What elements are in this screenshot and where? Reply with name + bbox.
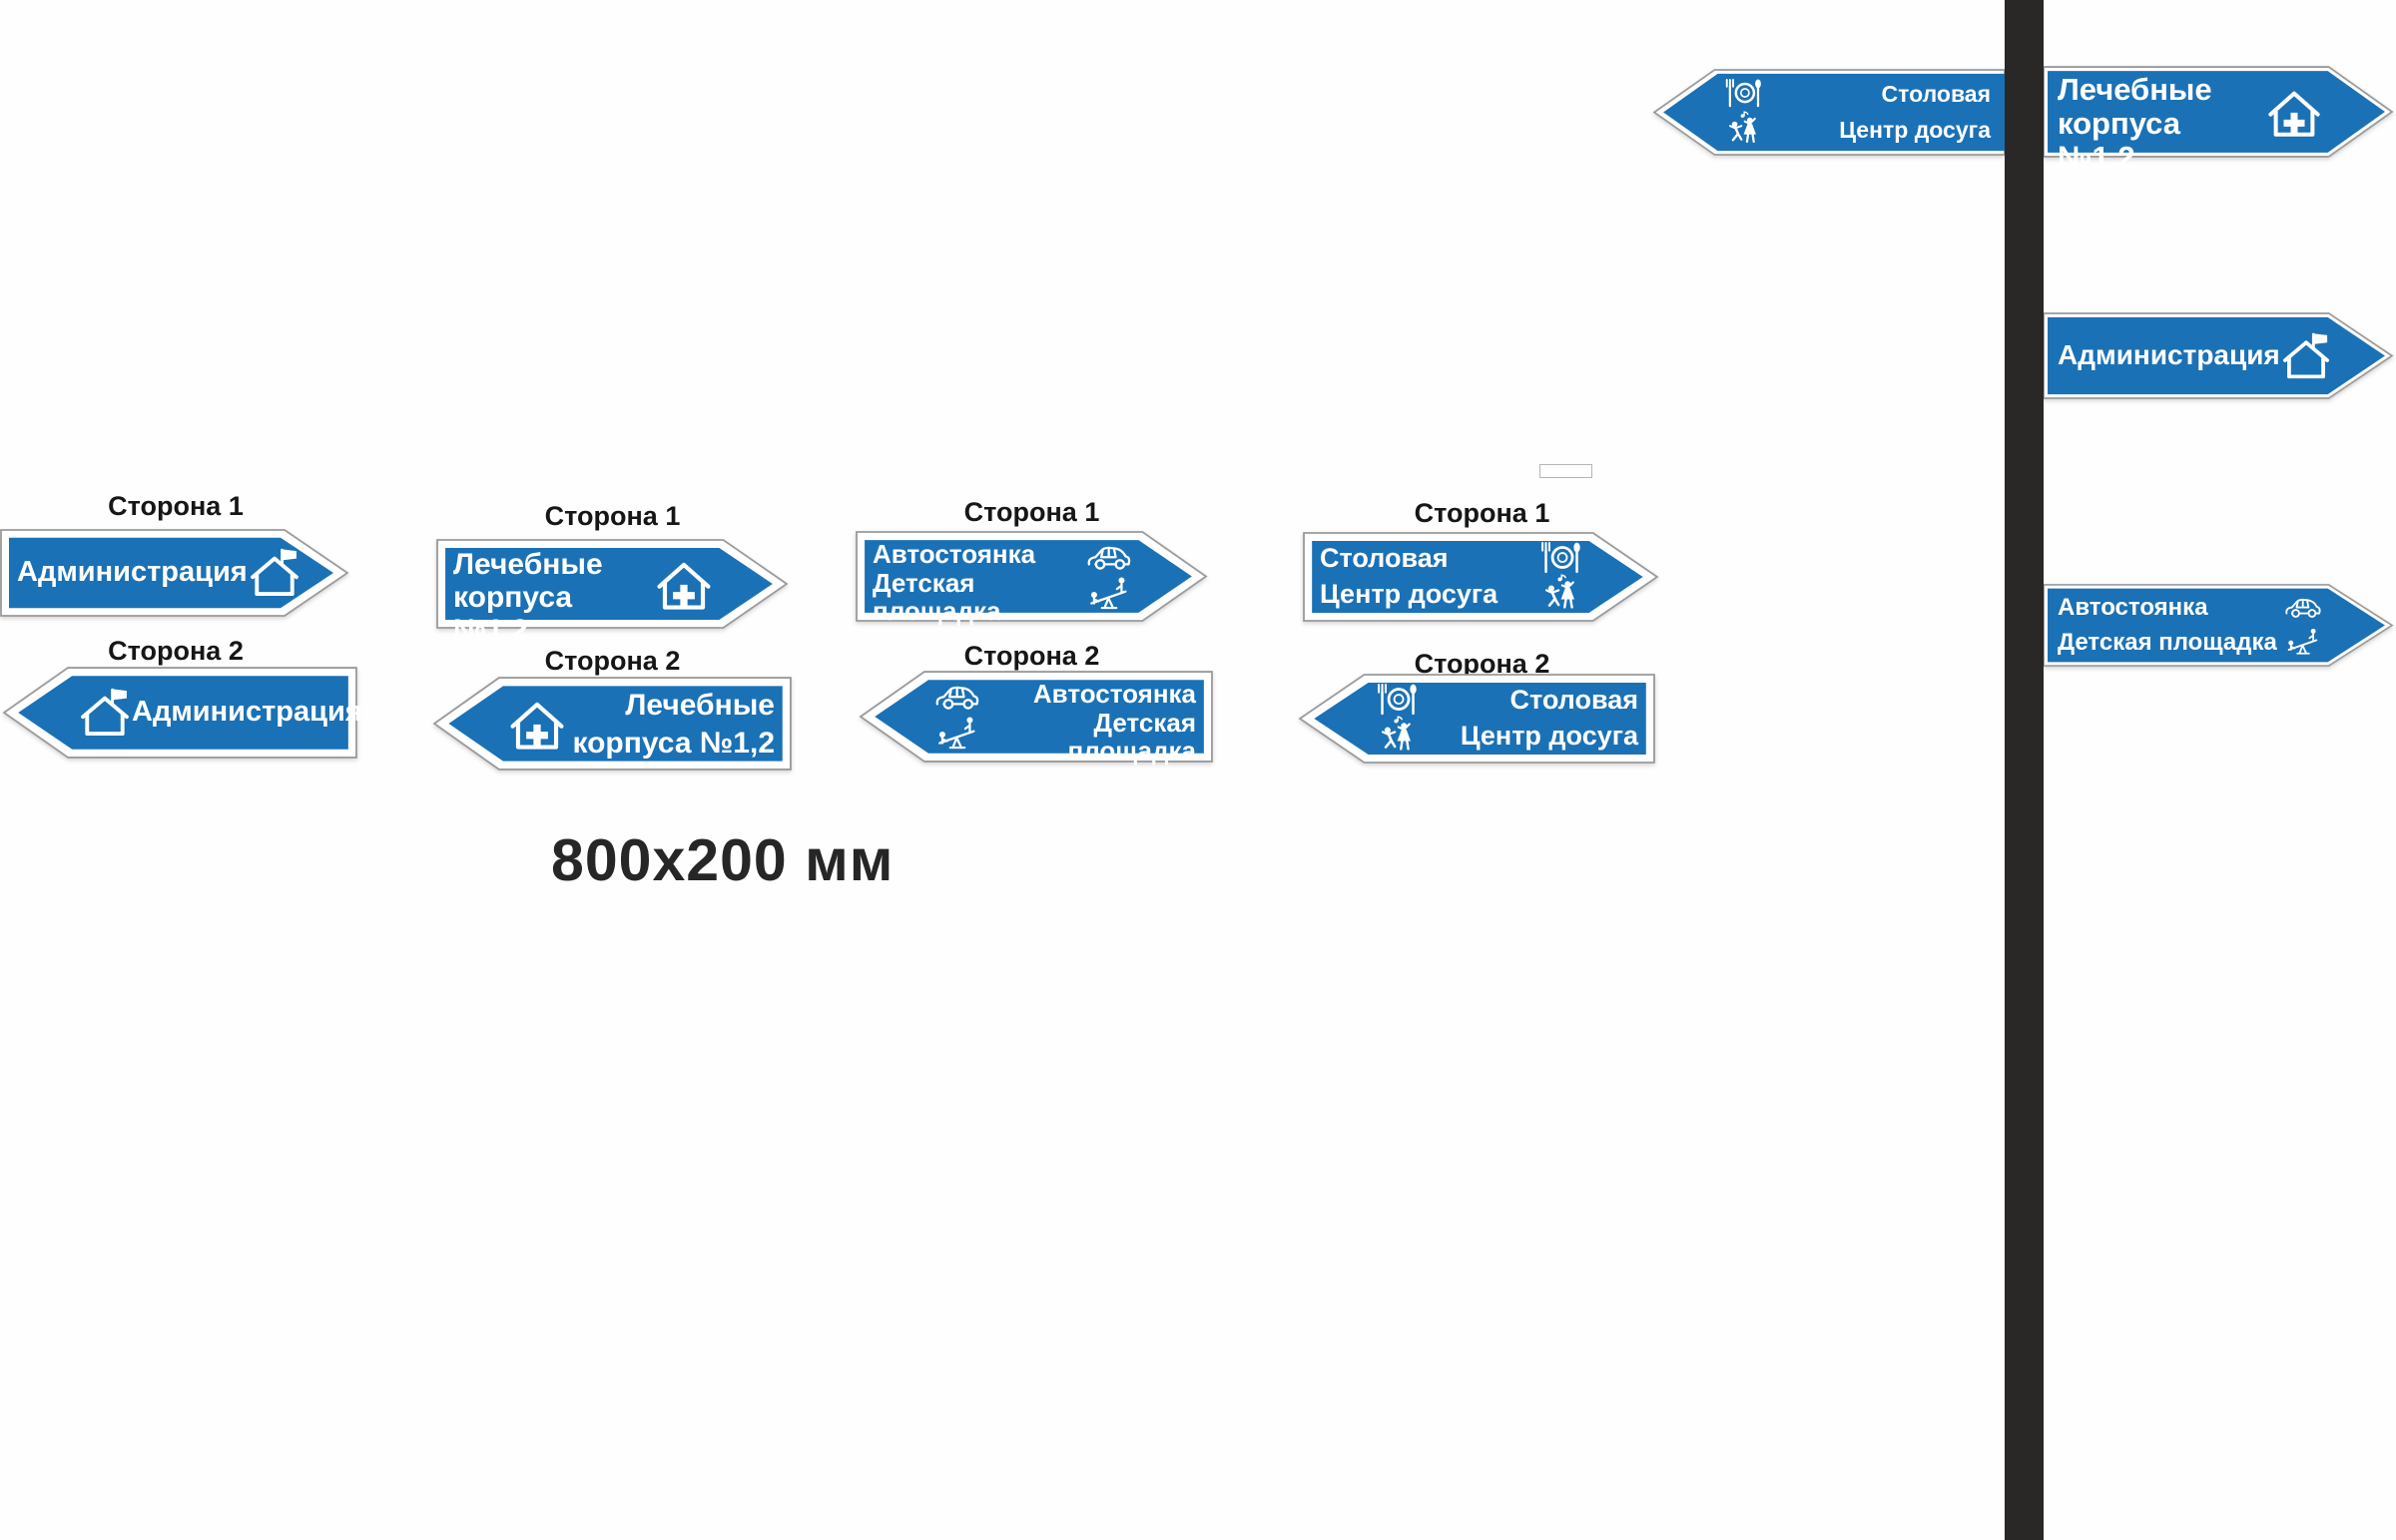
sign-text-line: Центр досуга	[1839, 117, 1991, 144]
small-rectangle-marker	[1539, 464, 1592, 478]
sign-parking-side1: Автостоянка Детская площадка	[856, 531, 1208, 626]
sign-text-line: Центр досуга	[1320, 579, 1498, 610]
side2-label: Сторона 2	[963, 641, 1100, 671]
sign-medical-side1: Лечебные корпуса №1,2	[436, 539, 789, 647]
sign-text-line: корпуса №1,2	[572, 726, 775, 760]
car-icon	[934, 682, 980, 711]
sign-text-line: Столовая	[1509, 685, 1639, 716]
arrow-right-shape	[856, 531, 1208, 622]
sign-text-line: Автостоянка	[2058, 594, 2208, 622]
seesaw-icon	[2286, 626, 2320, 657]
house-cross-icon	[508, 695, 566, 753]
sign-pole	[2005, 0, 2044, 1540]
sign-text-line: Автостоянка	[873, 539, 1036, 569]
house-flag-icon	[248, 546, 301, 600]
house-cross-icon	[2266, 84, 2322, 140]
sign-parking-side2: Автостоянка Детская площадка	[859, 671, 1213, 767]
side2-label: Сторона 2	[1414, 649, 1550, 679]
size-caption: 800x200 мм	[551, 827, 895, 893]
sign-text-line: Детская площадка	[2058, 628, 2277, 656]
sign-text-line: Лечебные	[2058, 72, 2212, 107]
pole-sign-parking-right: Автостоянка Детская площадка	[2043, 584, 2394, 667]
side1-label: Сторона 1	[108, 491, 244, 521]
seesaw-icon	[936, 714, 978, 752]
side1-label: Сторона 1	[544, 501, 681, 531]
pole-sign-administration-right: Администрация	[2043, 312, 2394, 399]
side1-label: Сторона 1	[1414, 498, 1550, 528]
sign-text-line: Столовая	[1320, 543, 1449, 574]
sign-text-line: корпуса №1,2	[2058, 106, 2181, 176]
side2-label: Сторона 2	[108, 636, 244, 666]
arrow-left-shape	[1298, 674, 1655, 764]
dining-icon	[1723, 78, 1763, 108]
sign-administration-side1: Администрация	[0, 529, 349, 617]
car-icon	[1086, 542, 1132, 571]
sign-text-line: Администрация	[17, 556, 248, 589]
dance-icon	[1379, 716, 1415, 755]
side1-label: Сторона 1	[963, 497, 1100, 527]
side2-label: Сторона 2	[544, 646, 681, 676]
sign-text-line: Лечебные	[625, 688, 775, 722]
sign-text-line: Администрация	[2058, 339, 2280, 371]
car-icon	[2284, 595, 2322, 619]
arrow-right-shape	[2043, 584, 2394, 667]
dance-icon	[1727, 111, 1759, 147]
sign-canteen-side2: Столовая Центр досуга	[1298, 674, 1655, 764]
sign-text-line: Центр досуга	[1460, 721, 1638, 752]
pole-sign-canteen-left: Столовая Центр досуга	[1653, 69, 2006, 156]
seesaw-icon	[1088, 574, 1130, 612]
sign-text-line: Администрация	[132, 696, 362, 729]
house-cross-icon	[655, 555, 713, 613]
dining-icon	[1537, 541, 1583, 574]
sign-text-line: корпуса №1,2	[453, 581, 573, 647]
house-flag-icon	[2280, 330, 2332, 382]
sign-text-line: Детская площадка	[1067, 707, 1196, 767]
sign-administration-side2: Администрация	[2, 667, 362, 759]
sign-text-line: Столовая	[1881, 80, 1991, 107]
sign-text-line: Автостоянка	[1032, 679, 1196, 709]
sign-canteen-side1: Столовая Центр досуга	[1303, 532, 1659, 622]
sign-text-line: Лечебные	[453, 548, 603, 581]
dining-icon	[1374, 683, 1420, 716]
sign-medical-side2: Лечебные корпуса №1,2	[432, 677, 792, 770]
dance-icon	[1542, 574, 1578, 613]
sign-text-line: Детская площадка	[873, 567, 1001, 627]
house-flag-icon	[78, 686, 132, 740]
pole-sign-medical-right: Лечебные корпуса №1,2	[2043, 66, 2394, 175]
